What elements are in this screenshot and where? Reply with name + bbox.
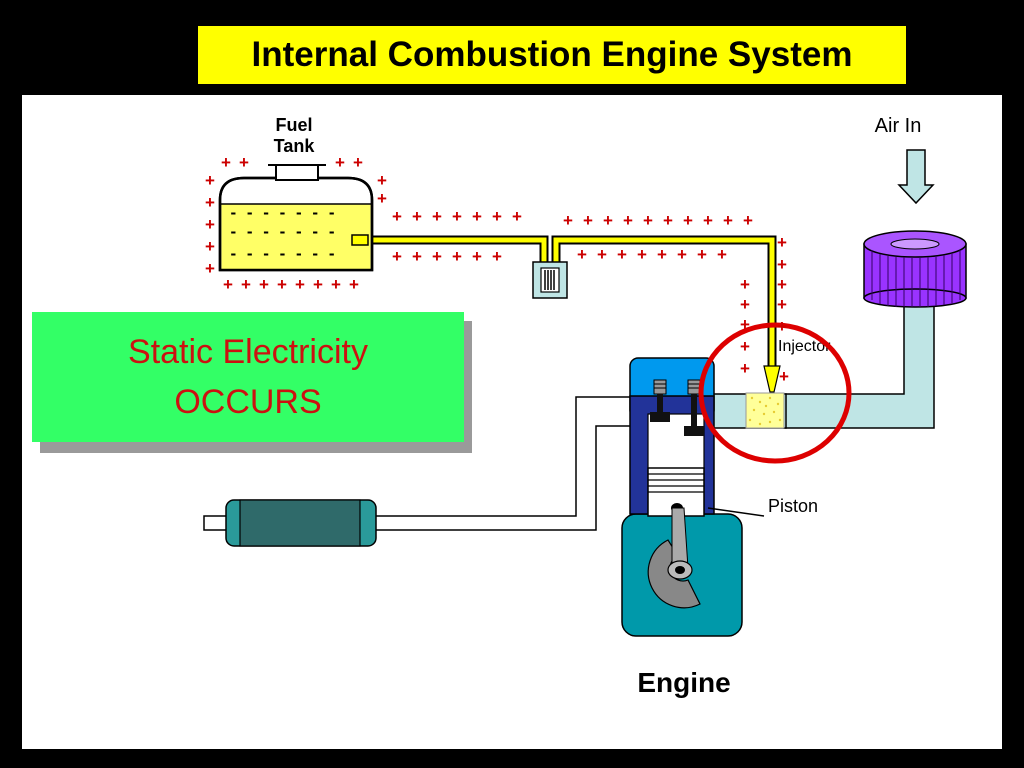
positive-charge: + (663, 211, 673, 230)
positive-charge: + (472, 207, 482, 226)
callout-line1: Static Electricity (128, 333, 368, 371)
static-highlight-circle (698, 322, 852, 464)
positive-charge: + (412, 207, 422, 226)
piston-label: Piston (768, 496, 818, 516)
fuel-filter (532, 261, 568, 299)
positive-charge: + (777, 317, 787, 336)
positive-charge: + (683, 211, 693, 230)
positive-charge: + (777, 275, 787, 294)
positive-charge: + (412, 247, 422, 266)
positive-charge: + (223, 275, 233, 294)
negative-charge-row: - - - - - - - (231, 222, 338, 241)
fuel-cap (275, 164, 319, 181)
exhaust-system (203, 396, 651, 547)
positive-charge: + (205, 171, 215, 190)
positive-charge: + (777, 255, 787, 274)
positive-charge: + (205, 193, 215, 212)
positive-charge: + (603, 211, 613, 230)
positive-charge: + (637, 245, 647, 264)
static-electricity-callout: Static Electricity OCCURS (32, 312, 464, 442)
positive-charge: + (740, 275, 750, 294)
air-in-arrow-icon (897, 149, 935, 205)
injector-label: Injector (778, 338, 831, 355)
positive-charge: + (472, 247, 482, 266)
positive-charge: + (743, 211, 753, 230)
negative-charge-row: - - - - - - - (231, 244, 338, 263)
positive-charge: + (492, 247, 502, 266)
positive-charge: + (563, 211, 573, 230)
fuel-tank (218, 164, 374, 272)
fuel-level (221, 204, 371, 269)
positive-charge: + (392, 207, 402, 226)
air-in-label: Air In (875, 115, 922, 137)
piston-pointer-line (707, 507, 765, 517)
fuel-injector (745, 365, 785, 429)
positive-charge: + (452, 207, 462, 226)
positive-charges: ++++++++++++++++++++++++++++++++++++++++… (205, 153, 789, 386)
positive-charge: + (331, 275, 341, 294)
positive-charge: + (353, 153, 363, 172)
fuel-tank-label-line2: Tank (274, 136, 316, 156)
engine-label: Engine (637, 667, 730, 698)
positive-charge: + (452, 247, 462, 266)
positive-charge: + (740, 359, 750, 378)
positive-charge: + (392, 247, 402, 266)
positive-charge: + (777, 233, 787, 252)
intake-valve (684, 379, 704, 436)
fuel-negative-charges: - - - - - - - - - - - - - - - - - - - - … (231, 203, 338, 263)
positive-charge: + (777, 295, 787, 314)
positive-charge: + (512, 207, 522, 226)
positive-charge: + (432, 247, 442, 266)
positive-charge: + (623, 211, 633, 230)
positive-charge: + (205, 259, 215, 278)
positive-charge: + (205, 237, 215, 256)
positive-charge: + (740, 295, 750, 314)
positive-charge: + (577, 245, 587, 264)
positive-charge: + (432, 207, 442, 226)
positive-charge: + (377, 171, 387, 190)
positive-charge: + (205, 215, 215, 234)
positive-charge: + (349, 275, 359, 294)
positive-charge: + (717, 245, 727, 264)
positive-charge: + (703, 211, 713, 230)
positive-charge: + (259, 275, 269, 294)
positive-charge: + (241, 275, 251, 294)
fuel-tank-label-line1: Fuel (275, 115, 312, 135)
positive-charge: + (657, 245, 667, 264)
positive-charge: + (583, 211, 593, 230)
positive-charge: + (740, 315, 750, 334)
positive-charge: + (740, 337, 750, 356)
positive-charge: + (377, 189, 387, 208)
positive-charge: + (221, 153, 231, 172)
positive-charge: + (335, 153, 345, 172)
page-title: Internal Combustion Engine System (251, 35, 853, 74)
crankshaft (647, 507, 701, 609)
positive-charge: + (492, 207, 502, 226)
positive-charge: + (697, 245, 707, 264)
callout-line2: OCCURS (174, 383, 322, 421)
positive-charge: + (597, 245, 607, 264)
positive-charge: + (643, 211, 653, 230)
positive-charge: + (313, 275, 323, 294)
fuel-line (352, 235, 777, 366)
positive-charge: + (239, 153, 249, 172)
positive-charge: + (723, 211, 733, 230)
exhaust-valve (650, 379, 670, 422)
negative-charge-row: - - - - - - - (231, 203, 338, 222)
air-filter (863, 230, 967, 308)
title-banner: Internal Combustion Engine System (198, 26, 906, 84)
positive-charge: + (779, 367, 789, 386)
positive-charge: + (277, 275, 287, 294)
positive-charge: + (295, 275, 305, 294)
positive-charge: + (677, 245, 687, 264)
positive-charge: + (617, 245, 627, 264)
